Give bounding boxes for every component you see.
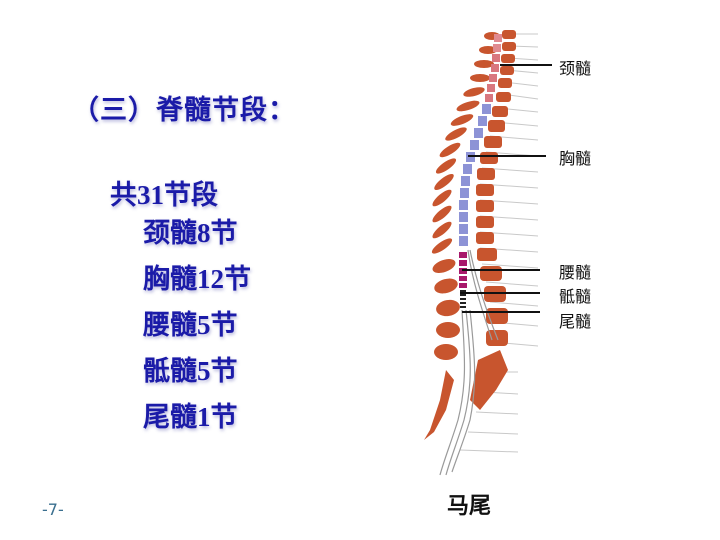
label-cauda-equina: 马尾 <box>447 494 492 519</box>
label-lumbar: 腰髓 <box>559 263 592 282</box>
slide-heading: （三）脊髓节段： <box>72 95 296 126</box>
cauda-equina-icon <box>439 249 499 476</box>
segment-coccygeal: 尾髓1节 <box>143 402 238 432</box>
page-number: -7- <box>42 500 64 519</box>
sacral-cord-icon <box>460 290 466 308</box>
leader-line-cervical <box>500 64 552 66</box>
segment-total: 共31节段 <box>110 180 218 210</box>
cervical-cord-icon <box>485 34 502 102</box>
leader-line-sacral <box>460 292 540 294</box>
label-sacral: 骶髓 <box>559 287 592 306</box>
label-thoracic: 胸髓 <box>559 149 592 168</box>
leader-line-thoracic <box>468 155 546 157</box>
label-coccygeal: 尾髓 <box>559 312 592 331</box>
segment-sacral: 骶髓5节 <box>143 356 238 386</box>
segment-thoracic: 胸髓12节 <box>143 264 251 294</box>
spinal-cord-diagram <box>424 30 539 476</box>
segment-lumbar: 腰髓5节 <box>143 310 238 340</box>
leader-line-lumbar <box>462 269 540 271</box>
segment-cervical: 颈髓8节 <box>143 218 238 248</box>
label-cervical: 颈髓 <box>559 59 592 78</box>
leader-line-coccygeal <box>462 311 540 313</box>
segment-list: 共31节段 颈髓8节 胸髓12节 腰髓5节 骶髓5节 尾髓1节 <box>110 175 251 443</box>
lumbar-cord-icon <box>459 252 467 288</box>
thoracic-cord-icon <box>459 104 491 246</box>
